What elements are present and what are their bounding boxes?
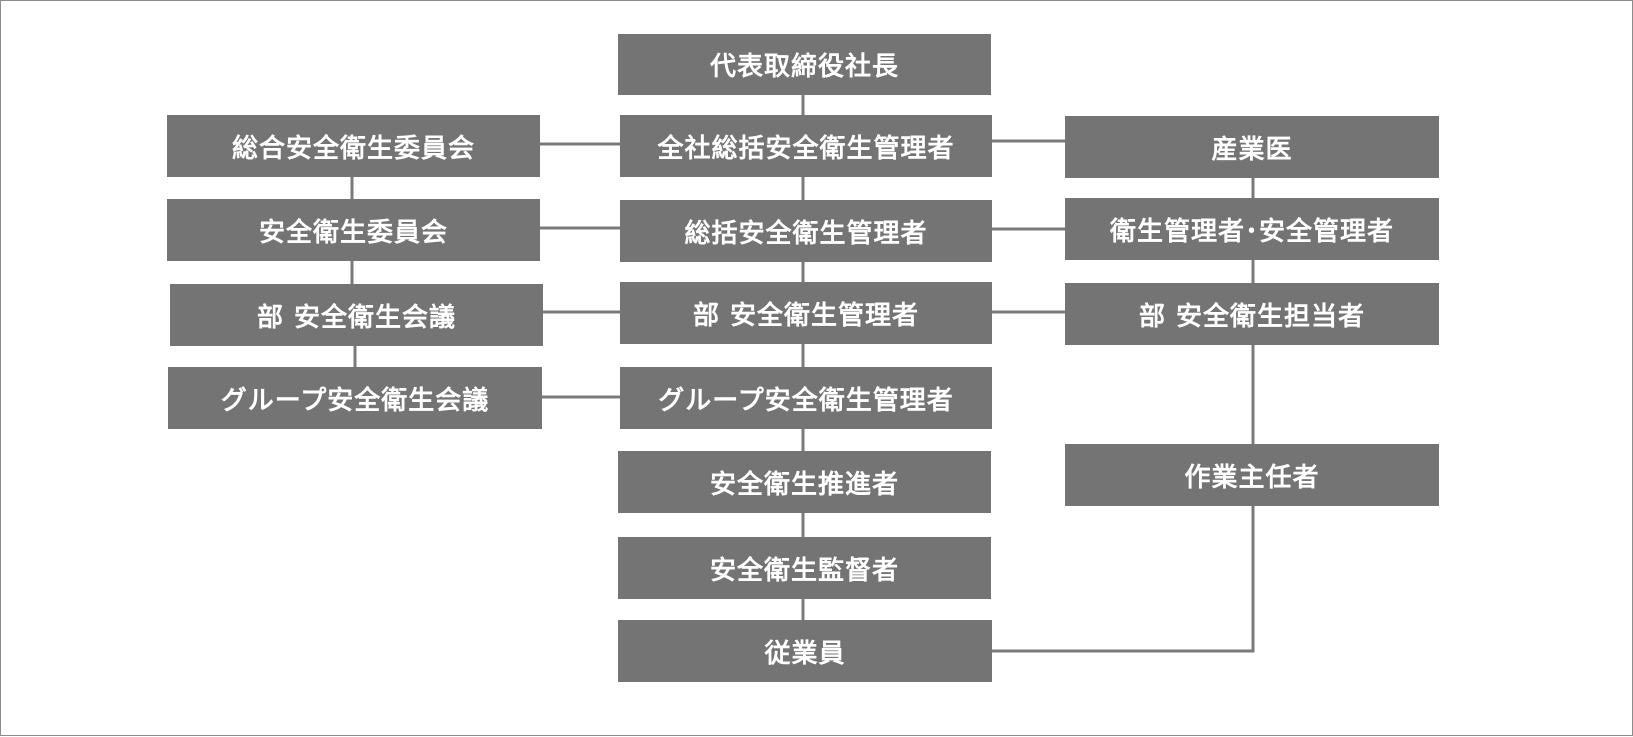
node-work-chief: 作業主任者 [1065, 444, 1439, 506]
node-safety-committee: 安全衛生委員会 [167, 199, 540, 261]
node-dept-safety-manager: 部 安全衛生管理者 [620, 282, 992, 344]
node-group-safety-meeting: グループ安全衛生会議 [168, 367, 542, 429]
node-president: 代表取締役社長 [618, 34, 991, 95]
node-hygiene-safety-managers: 衛生管理者･安全管理者 [1065, 198, 1439, 260]
node-general-safety-committee: 総合安全衛生委員会 [167, 115, 540, 177]
node-industrial-physician: 産業医 [1065, 116, 1439, 178]
node-group-safety-manager: グループ安全衛生管理者 [620, 367, 992, 429]
node-dept-safety-meeting: 部 安全衛生会議 [170, 284, 543, 346]
node-dept-safety-officer: 部 安全衛生担当者 [1065, 283, 1439, 345]
return-connector [992, 506, 1255, 653]
node-safety-promoter: 安全衛生推進者 [618, 451, 991, 513]
node-general-safety-manager: 総括安全衛生管理者 [620, 200, 992, 262]
node-safety-supervisor: 安全衛生監督者 [618, 537, 991, 599]
node-company-general-safety-manager: 全社総括安全衛生管理者 [620, 115, 992, 177]
node-employees: 従業員 [618, 620, 992, 682]
